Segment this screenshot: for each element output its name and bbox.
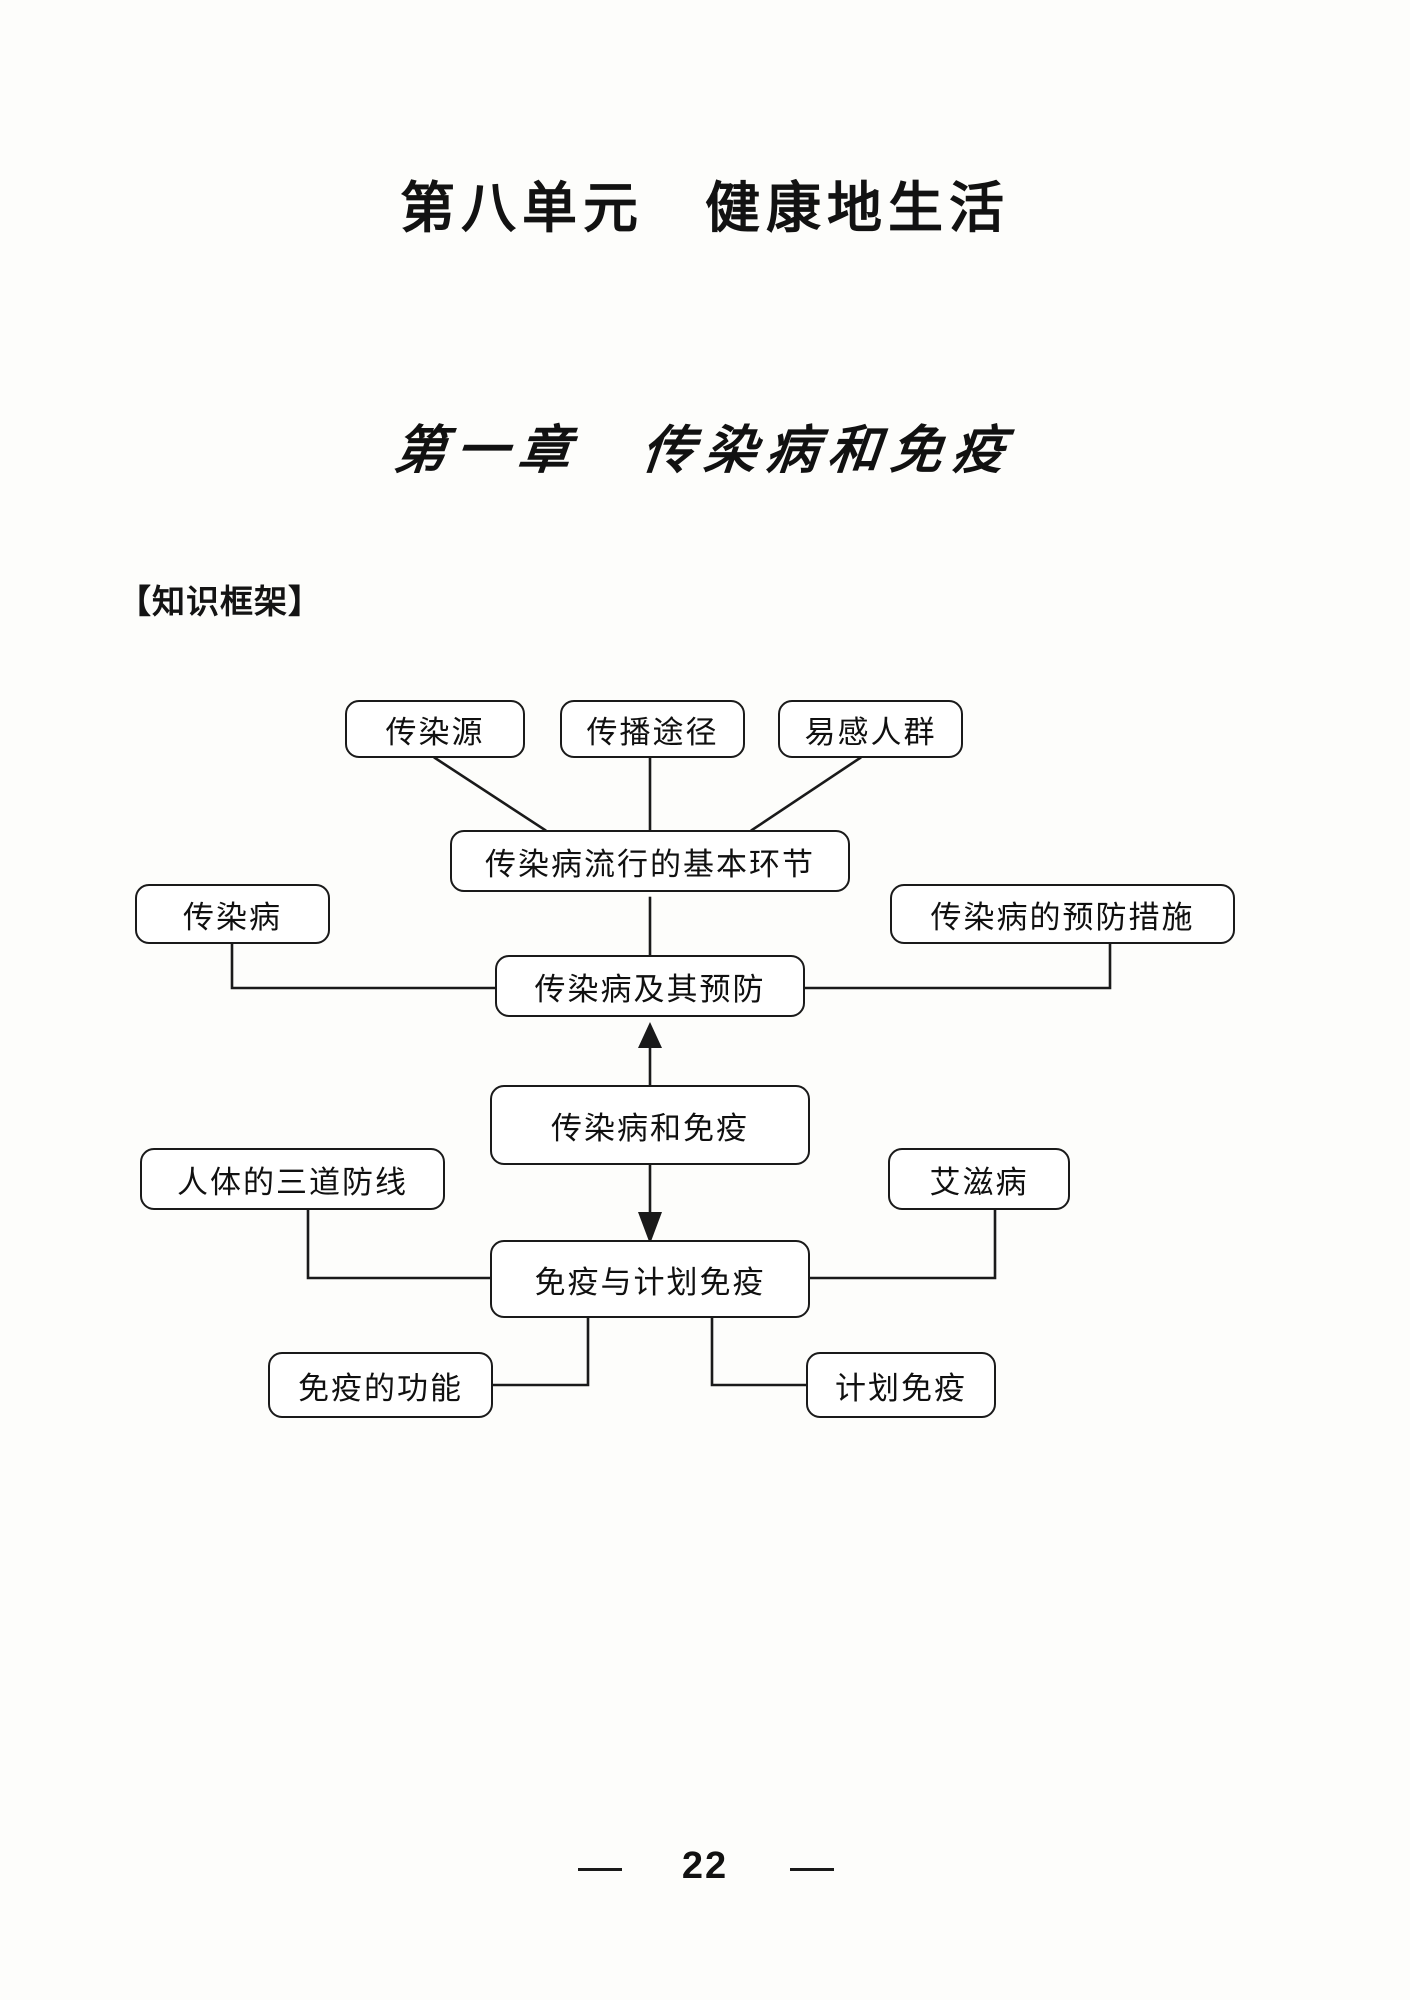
node-immunity-and-planned-immunization[interactable]: 免疫与计划免疫	[490, 1240, 810, 1318]
node-label: 传播途径	[586, 714, 719, 751]
node-transmission-route[interactable]: 传播途径	[560, 700, 745, 758]
node-infectious-disease[interactable]: 传染病	[135, 884, 330, 944]
node-label: 传染病流行的基本环节	[485, 846, 815, 883]
node-label: 传染病的预防措施	[930, 899, 1195, 936]
footer-rule-right	[790, 1868, 834, 1871]
node-infectious-disease-and-immunity[interactable]: 传染病和免疫	[490, 1085, 810, 1165]
node-label: 传染病和免疫	[551, 1110, 749, 1147]
node-label: 传染病	[183, 899, 282, 936]
node-basic-links-of-epidemic[interactable]: 传染病流行的基本环节	[450, 830, 850, 892]
node-aids[interactable]: 艾滋病	[888, 1148, 1070, 1210]
node-planned-immunization[interactable]: 计划免疫	[806, 1352, 996, 1418]
node-infectious-disease-and-prevention[interactable]: 传染病及其预防	[495, 955, 805, 1017]
node-three-defense-lines[interactable]: 人体的三道防线	[140, 1148, 445, 1210]
node-susceptible-population[interactable]: 易感人群	[778, 700, 963, 758]
footer-rule-left	[578, 1868, 622, 1871]
node-label: 易感人群	[804, 714, 937, 751]
node-label: 计划免疫	[835, 1370, 967, 1407]
node-label: 免疫与计划免疫	[534, 1264, 766, 1301]
section-label-knowledge-framework: 【知识框架】	[118, 583, 322, 620]
node-label: 人体的三道防线	[177, 1164, 408, 1201]
node-prevention-measures[interactable]: 传染病的预防措施	[890, 884, 1235, 944]
node-label: 免疫的功能	[298, 1370, 463, 1407]
page-number: 22	[681, 1845, 729, 1887]
node-label: 传染病及其预防	[534, 971, 766, 1008]
unit-title: 第八单元 健康地生活	[399, 177, 1010, 239]
node-label: 传染源	[385, 714, 485, 751]
node-source-of-infection[interactable]: 传染源	[345, 700, 525, 758]
node-label: 艾滋病	[929, 1164, 1029, 1201]
node-immune-function[interactable]: 免疫的功能	[268, 1352, 493, 1418]
